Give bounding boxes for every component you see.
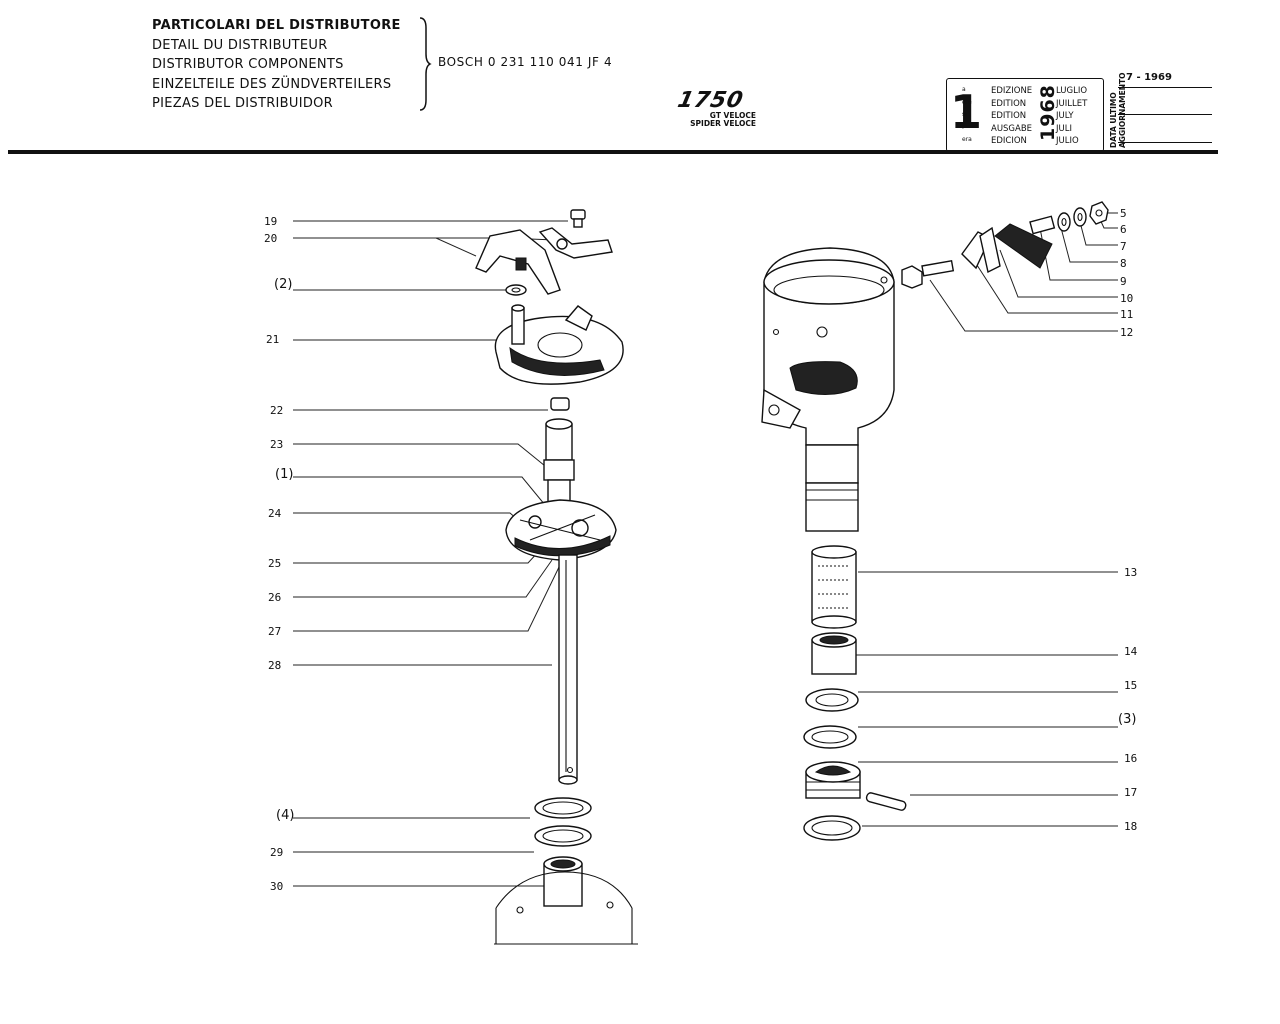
title-italian: PARTICOLARI DEL DISTRIBUTORE	[152, 18, 401, 33]
callout-18: 18	[1124, 820, 1137, 833]
edition-word: EDIZIONE	[991, 86, 1033, 96]
callout-17: 17	[1124, 786, 1137, 799]
screw-19	[570, 209, 586, 228]
contact-breaker-20	[475, 227, 613, 295]
callout-27: 27	[268, 625, 281, 638]
washer-29	[534, 825, 592, 847]
callout-29: 29	[270, 846, 283, 859]
callout-4: (4)	[276, 808, 294, 823]
ordinal: ere	[962, 98, 972, 106]
callout-10: 10	[1120, 292, 1133, 305]
insulator-10	[979, 226, 1001, 274]
retaining-ring-18	[803, 815, 861, 841]
title-spanish: PIEZAS DEL DISTRIBUIDOR	[152, 96, 334, 111]
callout-26: 26	[268, 591, 281, 604]
edition-word: EDICION	[991, 136, 1027, 146]
update-line	[1118, 114, 1212, 115]
ordinal: st	[962, 111, 968, 118]
model-variants: GT VELOCE SPIDER VELOCE	[690, 112, 756, 128]
edition-word: AUSGABE	[991, 123, 1033, 134]
title-german: EINZELTEILE DES ZÜNDVERTEILERS	[152, 76, 392, 92]
felt-pad-22	[550, 397, 570, 411]
insulating-strip-9	[994, 223, 1053, 269]
callout-30: 30	[270, 880, 283, 893]
callout-19: 19	[264, 215, 277, 228]
title-french: DETAIL DU DISTRIBUTEUR	[152, 37, 328, 53]
callout-3: (3)	[1118, 712, 1136, 727]
callout-13: 13	[1124, 566, 1137, 579]
callout-1: (1)	[275, 467, 293, 482]
ordinal: era	[962, 136, 972, 143]
cam-23	[543, 418, 575, 503]
edition-month: JULIO	[1056, 136, 1079, 146]
callout-21: 21	[266, 333, 279, 346]
edition-month: LUGLIO	[1056, 86, 1088, 96]
title-block: PARTICOLARI DEL DISTRIBUTORE DETAIL DU D…	[152, 16, 401, 114]
edition-ordinals: a ere st . era	[962, 84, 972, 147]
callout-9: 9	[1120, 275, 1127, 288]
bushing-14	[811, 632, 857, 675]
variant-spider: SPIDER VELOCE	[690, 119, 756, 128]
callout-labels: 19 20 (2) 21 22 23 (1) 24 25 26 27 28 (4…	[264, 207, 1138, 893]
housing-base	[494, 871, 638, 945]
callout-8: 8	[1120, 257, 1127, 270]
callout-25: 25	[268, 557, 281, 570]
callout-6: 6	[1120, 223, 1127, 236]
callout-22: 22	[270, 404, 283, 417]
callout-16: 16	[1124, 752, 1137, 765]
bushing-13	[811, 545, 857, 629]
update-date: 7 - 1969	[1126, 72, 1172, 83]
header-rule	[8, 150, 1218, 154]
edition-word: EDITION	[991, 98, 1027, 109]
callout-28: 28	[268, 659, 281, 672]
edition-number: 1	[950, 85, 983, 139]
callout-20: 20	[264, 232, 277, 245]
callout-14: 14	[1124, 645, 1138, 658]
edition-months: LUGLIO JUILLET JULY JULI JULIO	[1056, 85, 1087, 148]
variant-gt: GT VELOCE	[709, 111, 756, 120]
sleeve-8	[1029, 215, 1056, 235]
ordinal: .	[962, 123, 964, 131]
drive-gear-16	[805, 761, 861, 799]
terminal-bolt-12	[901, 259, 955, 289]
bushing-30	[543, 856, 583, 907]
callout-7: 7	[1120, 240, 1127, 253]
advance-mechanism-24	[505, 499, 617, 561]
washer-7	[1057, 212, 1071, 232]
leader-lines-right	[855, 212, 1118, 827]
callout-23: 23	[270, 438, 283, 451]
ordinal: a	[962, 86, 966, 93]
title-brace	[419, 17, 432, 111]
edition-month: JUILLET	[1056, 98, 1088, 109]
shim-4	[534, 797, 592, 819]
callout-5: 5	[1120, 207, 1127, 220]
breaker-plate-21	[494, 304, 624, 385]
callout-2: (2)	[274, 277, 292, 292]
pin-17	[865, 792, 907, 811]
title-english: DISTRIBUTOR COMPONENTS	[152, 57, 344, 72]
washer-6	[1073, 207, 1087, 227]
washer-3	[803, 725, 857, 749]
thrust-washer-15	[805, 688, 859, 712]
nut-5	[1089, 201, 1109, 225]
callout-12: 12	[1120, 326, 1133, 339]
edition-month: JULI	[1056, 123, 1072, 134]
callout-11: 11	[1120, 308, 1133, 321]
distributor-housing	[761, 247, 895, 532]
part-number: BOSCH 0 231 110 041 JF 4	[438, 55, 613, 69]
edition-words: EDIZIONE EDITION EDITION AUSGABE EDICION	[991, 85, 1032, 148]
callout-24: 24	[268, 507, 282, 520]
washer-2	[505, 284, 527, 296]
update-line	[1118, 87, 1212, 88]
edition-month: JULY	[1056, 111, 1074, 121]
edition-word: EDITION	[991, 111, 1027, 121]
callout-15: 15	[1124, 679, 1137, 692]
shaft-28	[558, 554, 578, 785]
update-line	[1118, 142, 1212, 143]
